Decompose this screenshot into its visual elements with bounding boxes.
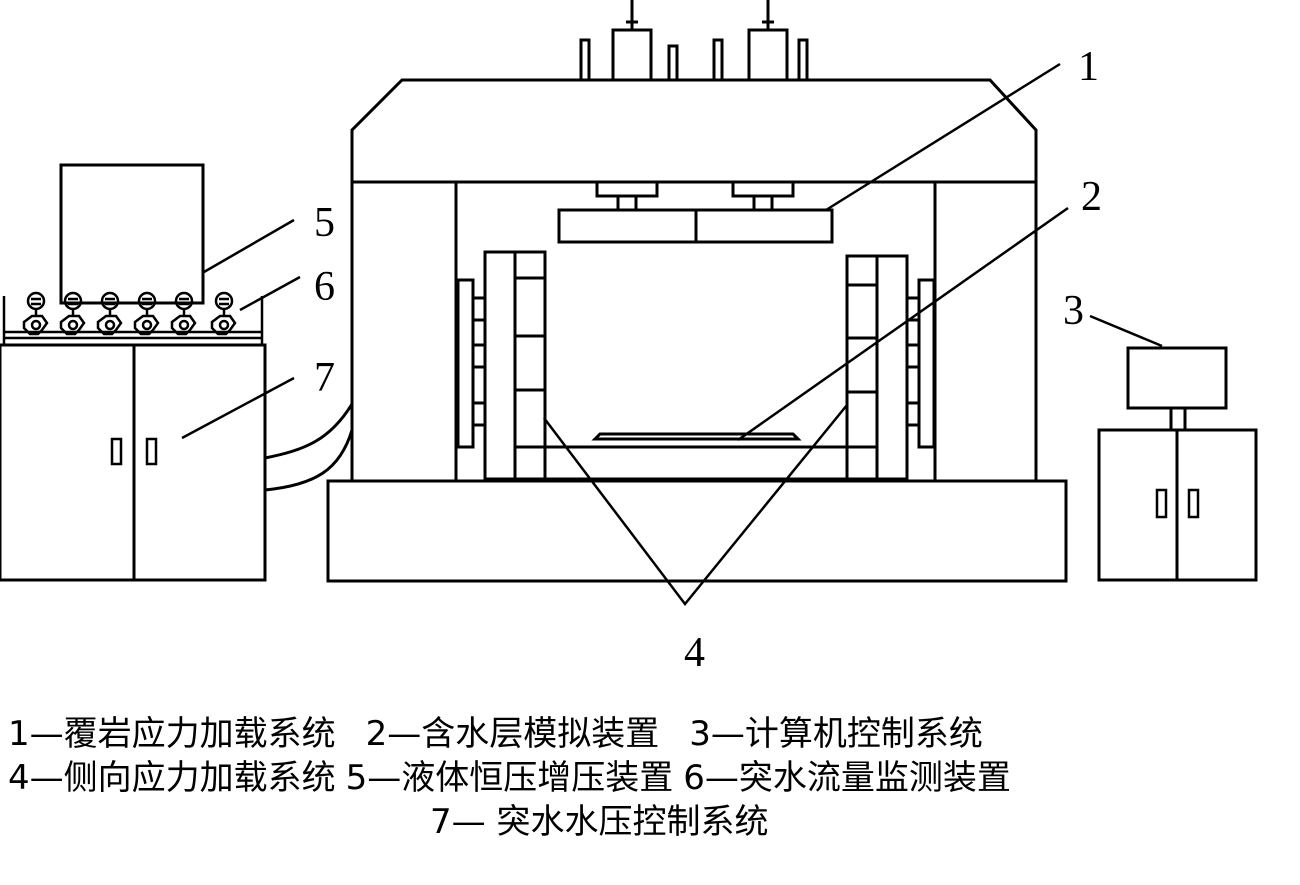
top-cylinders bbox=[579, 0, 809, 82]
gauge-valve-unit bbox=[210, 291, 237, 336]
lateral-loading-left bbox=[456, 250, 547, 481]
callout-6: 6 bbox=[314, 264, 335, 310]
pressure-boost-device bbox=[59, 163, 205, 305]
callout-5: 5 bbox=[314, 200, 335, 246]
frame-base bbox=[326, 479, 1068, 583]
computer-control-system bbox=[1097, 346, 1258, 582]
pressure-gauge-icon bbox=[174, 291, 194, 311]
legend-item-3: 3—计算机控制系统 bbox=[689, 714, 983, 754]
valve-icon bbox=[22, 314, 49, 336]
valve-icon bbox=[170, 314, 197, 336]
left-cabinet bbox=[0, 163, 267, 582]
legend-item-6: 6—突水流量监测装置 bbox=[683, 758, 1011, 798]
gauge-valve-unit bbox=[133, 291, 160, 336]
test-apparatus-diagram: 1 2 3 4 5 6 7 bbox=[0, 0, 1258, 676]
pressure-gauge-icon bbox=[63, 291, 83, 311]
callout-4: 4 bbox=[684, 630, 705, 676]
valve-icon bbox=[210, 314, 237, 336]
lateral-loading-right bbox=[845, 254, 936, 481]
monitor-stand bbox=[1169, 406, 1187, 432]
valve-icon bbox=[133, 314, 160, 336]
gauge-valve-unit bbox=[59, 291, 86, 336]
legend-row-3: 7— 突水水压控制系统 bbox=[430, 802, 768, 843]
test-box-floor bbox=[513, 445, 879, 481]
cabinet-handle-icon bbox=[110, 437, 123, 466]
legend-item-4: 4—侧向应力加载系统 bbox=[8, 758, 336, 798]
valve-icon bbox=[96, 314, 123, 336]
legend-item-1: 1—覆岩应力加载系统 bbox=[8, 714, 336, 754]
cabinet-handle-icon bbox=[1155, 488, 1168, 519]
frame-top-beam bbox=[350, 78, 1038, 480]
callout-2: 2 bbox=[1081, 174, 1102, 220]
aquifer-simulator bbox=[591, 432, 802, 441]
pressure-gauge-icon bbox=[214, 291, 234, 311]
callout-7: 7 bbox=[314, 355, 335, 401]
callout-3: 3 bbox=[1063, 288, 1084, 334]
callout-1: 1 bbox=[1078, 44, 1099, 90]
legend-item-7: 7— 突水水压控制系统 bbox=[430, 802, 769, 842]
monitor bbox=[1126, 346, 1228, 410]
legend-item-2: 2—含水层模拟装置 bbox=[365, 714, 660, 754]
gauge-valve-unit bbox=[22, 291, 49, 336]
valve-icon bbox=[59, 314, 86, 336]
water-flow-monitoring-device bbox=[22, 291, 237, 336]
main-loading-frame bbox=[326, 78, 1068, 583]
cabinet-handle-icon bbox=[145, 437, 158, 466]
connection-hoses bbox=[264, 403, 354, 492]
pressure-gauge-icon bbox=[26, 291, 46, 311]
legend-item-5: 5—液体恒压增压装置 bbox=[345, 758, 674, 798]
gauge-valve-unit bbox=[96, 291, 123, 336]
pressure-gauge-icon bbox=[137, 291, 157, 311]
cabinet-handle-icon bbox=[1187, 488, 1200, 519]
pressure-gauge-icon bbox=[100, 291, 120, 311]
overburden-loading-system bbox=[557, 180, 834, 244]
legend-row-1: 1—覆岩应力加载系统 2—含水层模拟装置 3—计算机控制系统 bbox=[8, 714, 983, 755]
leader-lines bbox=[181, 62, 1163, 607]
gauge-valve-unit bbox=[170, 291, 197, 336]
